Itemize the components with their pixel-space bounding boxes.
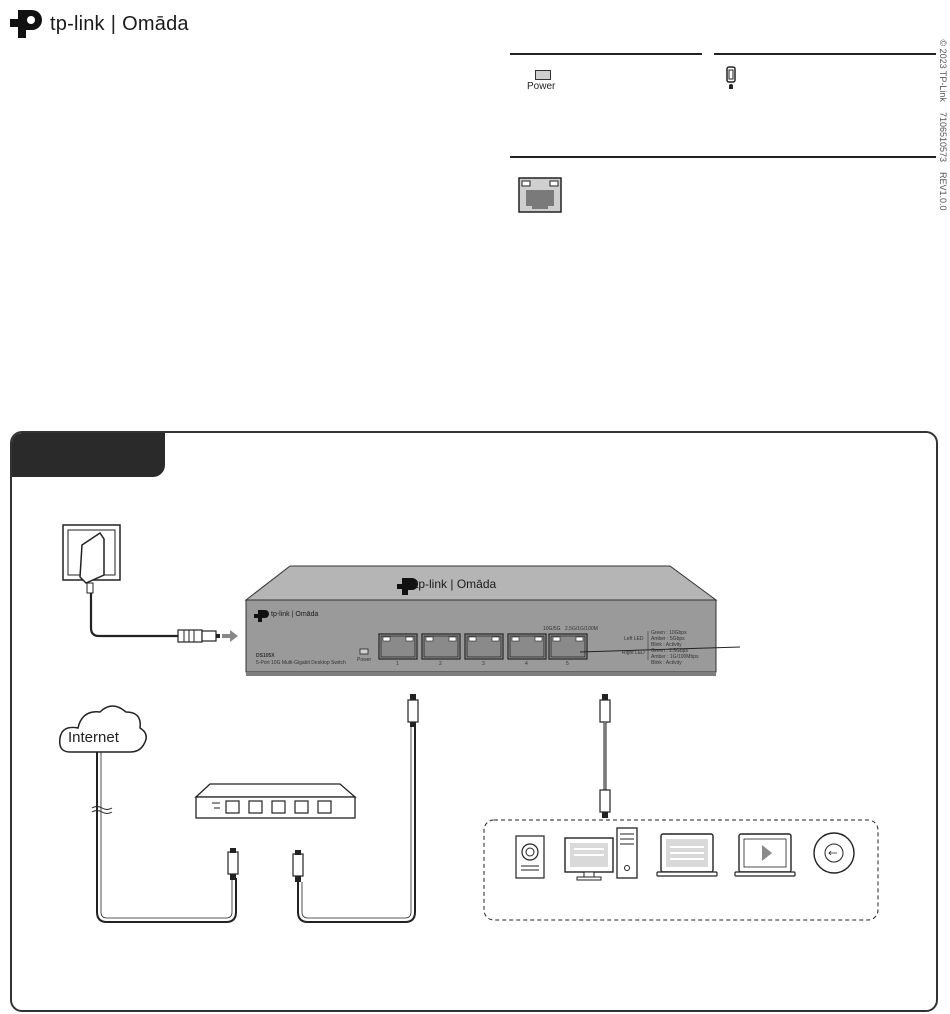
divider-rule (510, 53, 702, 55)
laptop-icon (734, 833, 796, 877)
internet-label: Internet (68, 729, 119, 746)
port-3 (464, 633, 504, 660)
switch-power-label: Power (357, 657, 372, 663)
power-outlet-icon (62, 524, 121, 594)
divider-rule (714, 53, 936, 55)
divider-rule (510, 156, 936, 158)
legend-left-led: Left LED (624, 636, 644, 642)
brand-name: tp-link (415, 577, 448, 591)
laptop-icon (656, 833, 718, 877)
port-number: 2 (439, 661, 442, 667)
rj45-connector-icon (292, 850, 304, 882)
dc-plug-icon (177, 629, 220, 643)
cable-break (91, 806, 113, 810)
power-led-icon (535, 70, 551, 80)
switch-description: 5-Port 10G Multi-Gigabit Desktop Switch (256, 660, 346, 666)
access-point-icon (813, 832, 855, 874)
legend-left-line: Green : 10Gbps (651, 630, 687, 636)
power-cable (89, 593, 178, 638)
switch-front-brand: tp-link | Omāda (271, 611, 319, 618)
port-1 (378, 633, 418, 660)
switch-device (244, 565, 718, 676)
callout-line (579, 646, 741, 653)
port-number: 1 (396, 661, 399, 667)
port-number: 3 (482, 661, 485, 667)
brand-name: tp-link (271, 611, 290, 618)
rj45-connector-icon (407, 694, 419, 727)
desktop-pc-icon (564, 827, 638, 881)
switch-model: DS105X (256, 653, 275, 659)
port-4 (507, 633, 547, 660)
insert-arrow-icon (222, 630, 238, 642)
legend-left-line: Amber : 5Gbps (651, 636, 685, 642)
brand-name: tp-link (50, 12, 105, 35)
speed-label-b: 2.5G/1G/100M (565, 626, 598, 632)
rj45-connector-icon (599, 694, 611, 723)
rj45-connector-icon (227, 848, 239, 880)
brand-logo: tp-link|Omāda (10, 4, 210, 44)
port-5 (548, 633, 588, 660)
legend-left-line: Blink : Activity (651, 642, 682, 648)
legend-right-line: Amber : 1G/100Mbps (651, 654, 699, 660)
legend-right-led: Right LED (622, 650, 645, 656)
brand-sub: Omāda (456, 577, 497, 591)
legend-right-line: Blink : Activity (651, 660, 682, 666)
rj45-port-icon (518, 177, 562, 213)
switch-top-brand: tp-link | Omāda (415, 577, 497, 591)
panel-tab (12, 433, 165, 477)
router-device (194, 783, 357, 819)
port-number: 4 (525, 661, 528, 667)
speed-label-a: 10G/5G (543, 626, 561, 632)
connection-diagram-panel (10, 431, 938, 1012)
port-number: 5 (566, 661, 569, 667)
power-led-label: Power (527, 81, 556, 92)
rj45-connector-icon (599, 789, 611, 818)
kensington-lock-icon (726, 66, 736, 89)
brand-sub: Omāda (122, 12, 189, 35)
nas-icon (515, 835, 545, 879)
brand-sub: Omāda (295, 611, 319, 618)
internet-cloud-icon (58, 705, 147, 753)
legend-right-line: Green : 2.5Gbps (651, 648, 688, 654)
switch-ports (378, 633, 588, 660)
client-devices-box (483, 819, 879, 921)
tp-link-logo-icon (10, 10, 42, 38)
port-2 (421, 633, 461, 660)
